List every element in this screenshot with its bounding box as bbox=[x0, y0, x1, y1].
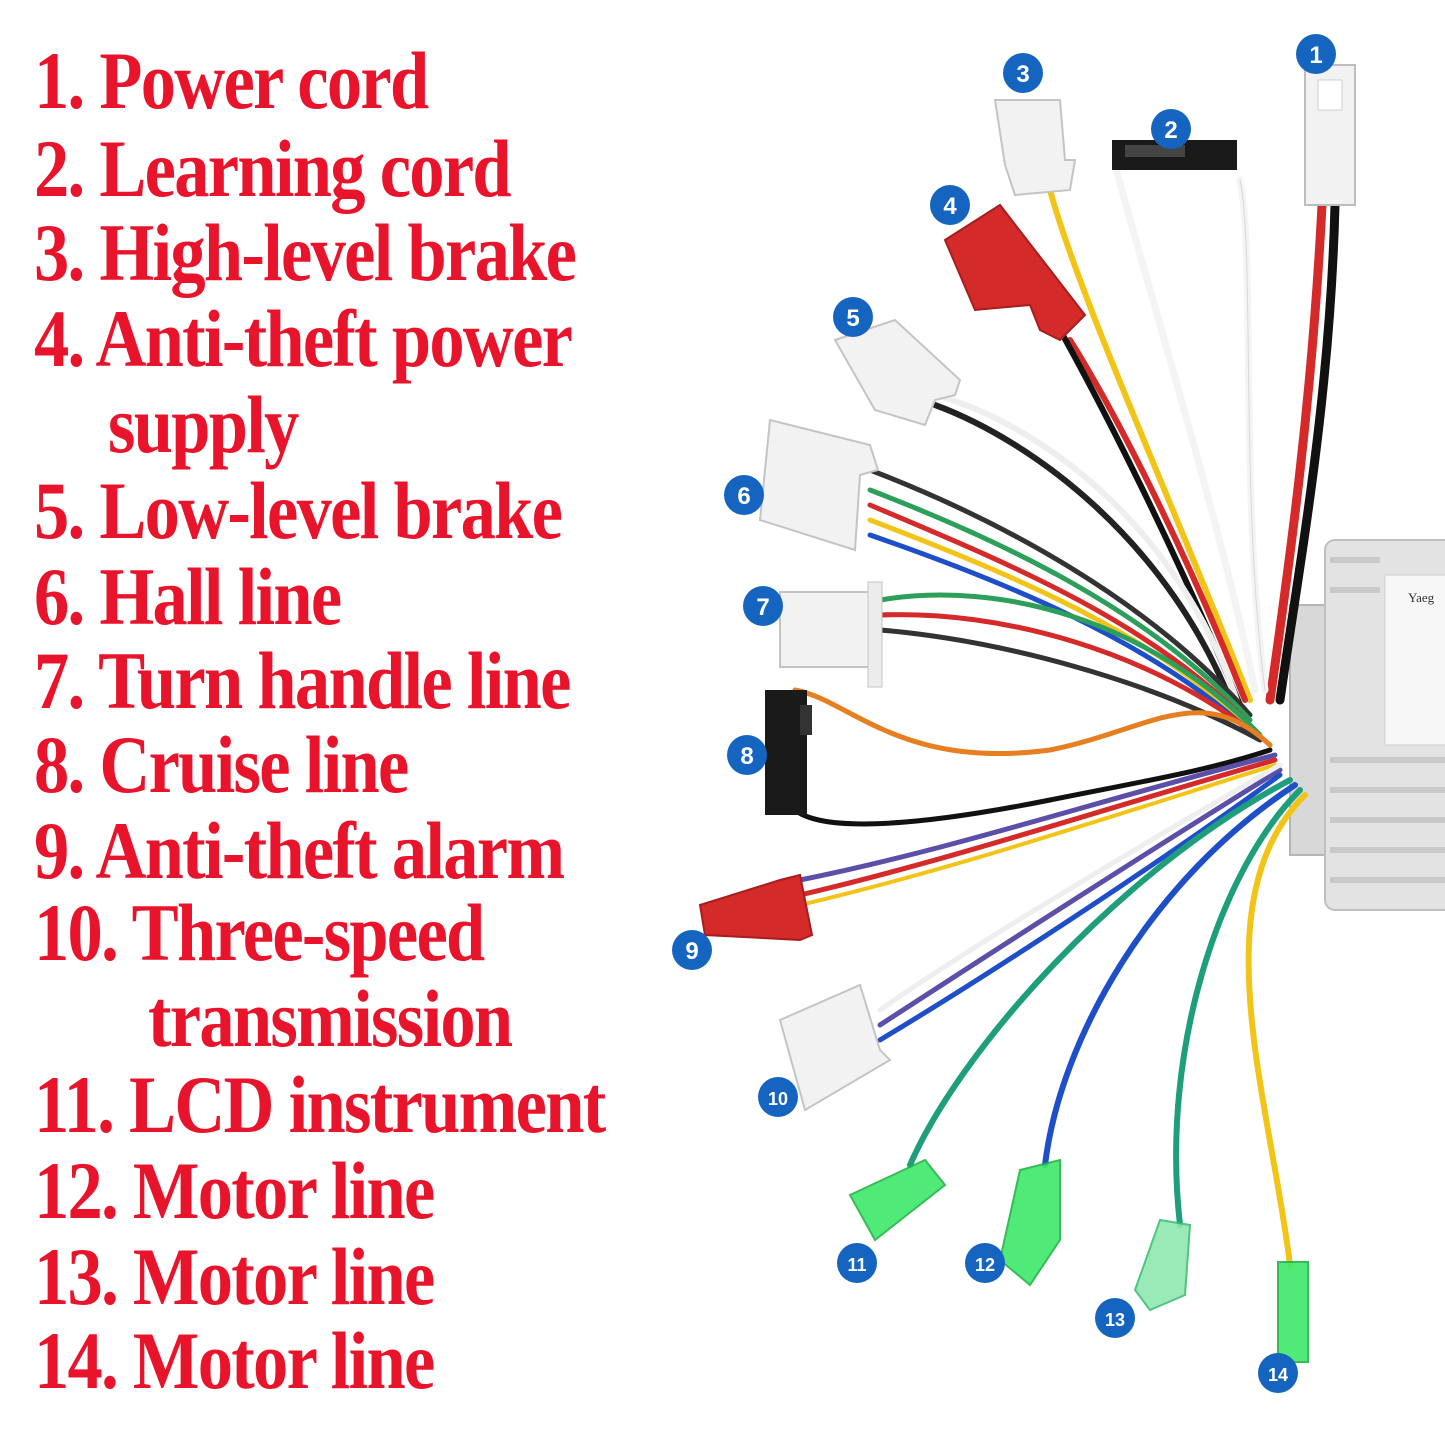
badge-9-icon: 9 bbox=[672, 930, 712, 970]
badge-6-icon: 6 bbox=[724, 475, 764, 515]
badge-1-icon: 1 bbox=[1296, 34, 1336, 74]
legend-item-2: 2. Learning cord bbox=[34, 123, 512, 214]
connector-3 bbox=[993, 99, 1077, 197]
controller-label: Yaeg bbox=[1408, 590, 1435, 605]
connector-7 bbox=[779, 581, 883, 688]
legend-item-14: 14. Motor line bbox=[34, 1315, 435, 1406]
connector-11 bbox=[848, 1158, 947, 1242]
svg-text:1: 1 bbox=[1309, 42, 1322, 69]
badge-4-icon: 4 bbox=[930, 185, 970, 225]
legend-item-4-cont: supply bbox=[108, 379, 299, 470]
svg-text:12: 12 bbox=[975, 1255, 995, 1275]
svg-text:14: 14 bbox=[1268, 1365, 1288, 1385]
badge-8-icon: 8 bbox=[727, 735, 767, 775]
legend-item-5: 5. Low-level brake bbox=[34, 465, 563, 556]
svg-text:11: 11 bbox=[847, 1255, 866, 1275]
badge-5-icon: 5 bbox=[833, 297, 873, 337]
connector-1 bbox=[1304, 64, 1356, 206]
legend-item-10: 10. Three-speed bbox=[34, 887, 485, 978]
legend-item-7: 7. Turn handle line bbox=[34, 635, 571, 726]
legend-item-12: 12. Motor line bbox=[34, 1145, 435, 1236]
legend-item-11: 11. LCD instrument bbox=[34, 1059, 606, 1150]
svg-text:7: 7 bbox=[756, 594, 769, 621]
connector-9 bbox=[698, 873, 814, 942]
badge-7-icon: 7 bbox=[743, 586, 783, 626]
connector-13 bbox=[1133, 1218, 1192, 1312]
badge-3-icon: 3 bbox=[1003, 53, 1043, 93]
svg-text:10: 10 bbox=[768, 1089, 788, 1109]
connector-14 bbox=[1277, 1261, 1309, 1363]
connector-4 bbox=[943, 203, 1087, 342]
legend-item-4: 4. Anti-theft power bbox=[34, 293, 573, 384]
legend-item-3: 3. High-level brake bbox=[34, 207, 577, 298]
svg-text:5: 5 bbox=[846, 305, 859, 332]
svg-text:9: 9 bbox=[685, 938, 698, 965]
legend-item-1: 1. Power cord bbox=[34, 35, 429, 126]
svg-text:6: 6 bbox=[737, 483, 750, 510]
connector-6 bbox=[758, 418, 880, 552]
legend-item-13: 13. Motor line bbox=[34, 1231, 435, 1322]
legend-item-10-cont: transmission bbox=[148, 973, 513, 1064]
badge-14-icon: 14 bbox=[1258, 1353, 1298, 1393]
badge-12-icon: 12 bbox=[965, 1243, 1005, 1283]
legend-item-6: 6. Hall line bbox=[34, 551, 342, 642]
controller-box: Yaeg bbox=[1289, 539, 1445, 911]
svg-text:3: 3 bbox=[1016, 61, 1029, 88]
badge-2-icon: 2 bbox=[1151, 109, 1191, 149]
controller-wiring-illustration: Yaeg bbox=[672, 34, 1445, 1393]
svg-text:4: 4 bbox=[943, 193, 957, 220]
badge-13-icon: 13 bbox=[1095, 1298, 1135, 1338]
wire-bundle bbox=[792, 161, 1340, 1268]
legend-item-8: 8. Cruise line bbox=[34, 719, 409, 810]
connector-12 bbox=[998, 1158, 1061, 1287]
svg-text:2: 2 bbox=[1164, 117, 1177, 144]
legend-item-9: 9. Anti-theft alarm bbox=[34, 805, 565, 896]
badge-11-icon: 11 bbox=[837, 1243, 877, 1283]
connector-8 bbox=[765, 690, 812, 815]
svg-text:13: 13 bbox=[1105, 1310, 1125, 1330]
badge-10-icon: 10 bbox=[758, 1077, 798, 1117]
connector-10 bbox=[778, 983, 892, 1112]
svg-text:8: 8 bbox=[740, 743, 753, 770]
connector-5 bbox=[833, 318, 962, 427]
